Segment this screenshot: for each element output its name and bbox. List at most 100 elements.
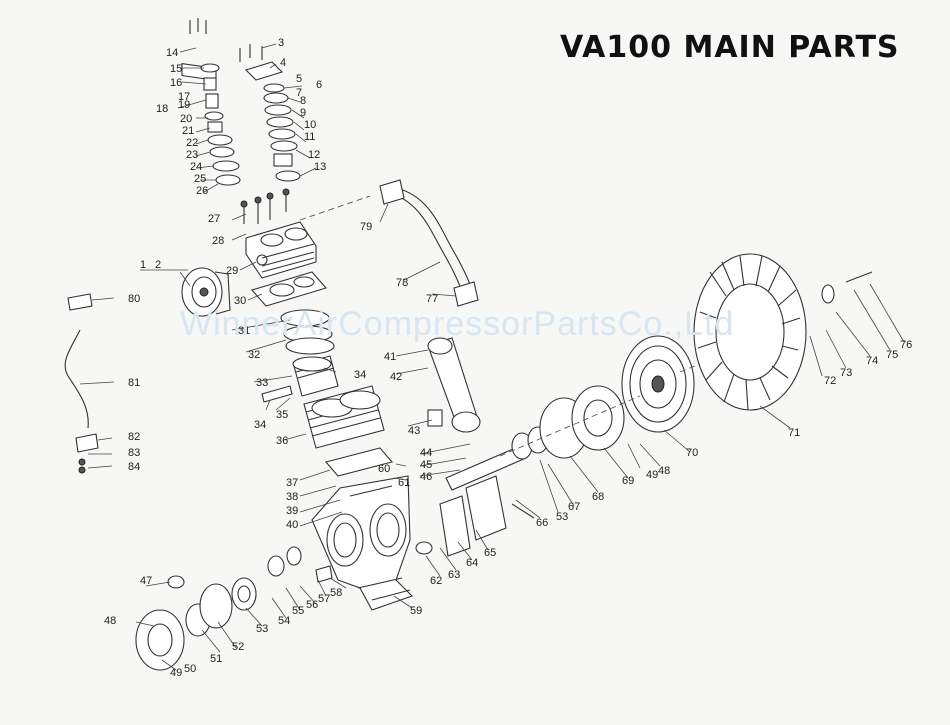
connecting-rod xyxy=(427,337,481,433)
callout-label: 44 xyxy=(420,447,432,459)
callout-label: 42 xyxy=(390,371,402,383)
callout-label: 27 xyxy=(208,213,220,225)
callout-label: 57 xyxy=(318,593,330,605)
callout-label: 37 xyxy=(286,477,298,489)
callout-label: 29 xyxy=(226,265,238,277)
callout-label: 34 xyxy=(254,419,266,431)
callout-label: 10 xyxy=(304,119,316,131)
callout-label: 51 xyxy=(210,653,222,665)
callout-label: 3 xyxy=(278,37,284,49)
rod-bushing xyxy=(427,409,443,427)
callout-label: 38 xyxy=(286,491,298,503)
assembly-axis-line xyxy=(299,195,371,221)
crankcase xyxy=(311,475,414,611)
callout-label: 48 xyxy=(658,465,670,477)
callout-label: 21 xyxy=(182,125,194,137)
callout-label: 23 xyxy=(186,149,198,161)
callout-label: 67 xyxy=(568,501,580,513)
callout-label: 59 xyxy=(410,605,422,617)
callout-label: 69 xyxy=(622,475,634,487)
callout-label: 16 xyxy=(170,77,182,89)
callout-label: 17 xyxy=(178,91,190,103)
callout-label: 41 xyxy=(384,351,396,363)
callout-label: 53 xyxy=(256,623,268,635)
callout-label: 71 xyxy=(788,427,800,439)
callout-label: 56 xyxy=(306,599,318,611)
callout-label: 12 xyxy=(308,149,320,161)
callout-label: 65 xyxy=(484,547,496,559)
callout-label: 36 xyxy=(276,435,288,447)
cylinder-block xyxy=(303,385,385,449)
callout-label: 7 xyxy=(296,87,302,99)
callout-label: 61 xyxy=(398,477,410,489)
page-title: VA100 MAIN PARTS xyxy=(560,30,900,65)
callout-label: 19 xyxy=(178,99,190,111)
callout-label: 58 xyxy=(330,587,342,599)
flywheel-washer xyxy=(821,284,835,304)
callout-label: 35 xyxy=(276,409,288,421)
callout-label: 25 xyxy=(194,173,206,185)
callout-label: 63 xyxy=(448,569,460,581)
assembly-axis-line xyxy=(499,395,641,457)
callout-label: 55 xyxy=(292,605,304,617)
callout-label: 68 xyxy=(592,491,604,503)
callout-label: 49 xyxy=(170,667,182,679)
callout-label: 82 xyxy=(128,431,140,443)
valve-plate xyxy=(181,267,231,317)
callout-label: 79 xyxy=(360,221,372,233)
callout-label: 30 xyxy=(234,295,246,307)
unloader-line xyxy=(64,293,99,474)
callout-label: 80 xyxy=(128,293,140,305)
callout-label: 46 xyxy=(420,471,432,483)
callout-label: 34 xyxy=(354,369,366,381)
head-gasket xyxy=(251,271,327,307)
callout-label: 43 xyxy=(408,425,420,437)
callout-label: 50 xyxy=(184,663,196,675)
callout-label: 70 xyxy=(686,447,698,459)
callout-label: 31 xyxy=(238,325,250,337)
bearing-group xyxy=(511,385,625,460)
callout-label: 84 xyxy=(128,461,140,473)
crankshaft xyxy=(415,445,535,557)
watermark: WinnerAirCompressorPartsCo.,Ltd xyxy=(180,305,735,343)
callout-label: 73 xyxy=(840,367,852,379)
cylinder-head xyxy=(245,221,317,279)
piston-pin xyxy=(261,385,293,403)
callout-label: 77 xyxy=(426,293,438,305)
callout-label: 75 xyxy=(886,349,898,361)
assembly-axis-line xyxy=(679,363,701,373)
callout-label: 20 xyxy=(180,113,192,125)
callout-label: 83 xyxy=(128,447,140,459)
callout-label: 2 xyxy=(155,259,161,271)
callout-label: 5 xyxy=(296,73,302,85)
valve-stack-left xyxy=(181,18,241,186)
callout-label: 54 xyxy=(278,615,290,627)
callout-label: 52 xyxy=(232,641,244,653)
callout-label: 28 xyxy=(212,235,224,247)
callout-label: 13 xyxy=(314,161,326,173)
callout-label: 22 xyxy=(186,137,198,149)
air-line xyxy=(379,179,479,307)
callout-label: 40 xyxy=(286,519,298,531)
callout-label: 81 xyxy=(128,377,140,389)
callout-label: 1 xyxy=(140,259,146,271)
piston xyxy=(292,355,339,397)
callout-label: 53 xyxy=(556,511,568,523)
callout-label: 33 xyxy=(256,377,268,389)
cylinder-gasket xyxy=(325,447,393,477)
head-screws xyxy=(240,188,290,224)
callout-label: 15 xyxy=(170,63,182,75)
callout-label: 6 xyxy=(316,79,322,91)
piston-rings xyxy=(280,309,335,355)
callout-label: 47 xyxy=(140,575,152,587)
callout-label: 18 xyxy=(156,103,168,115)
valve-stack-right xyxy=(239,44,301,182)
callout-label: 48 xyxy=(104,615,116,627)
flywheel-bolt xyxy=(845,271,873,283)
callout-label: 24 xyxy=(190,161,202,173)
callout-label: 64 xyxy=(466,557,478,569)
flywheel-fan xyxy=(693,253,807,411)
callout-label: 8 xyxy=(300,95,306,107)
pulley xyxy=(621,335,695,433)
